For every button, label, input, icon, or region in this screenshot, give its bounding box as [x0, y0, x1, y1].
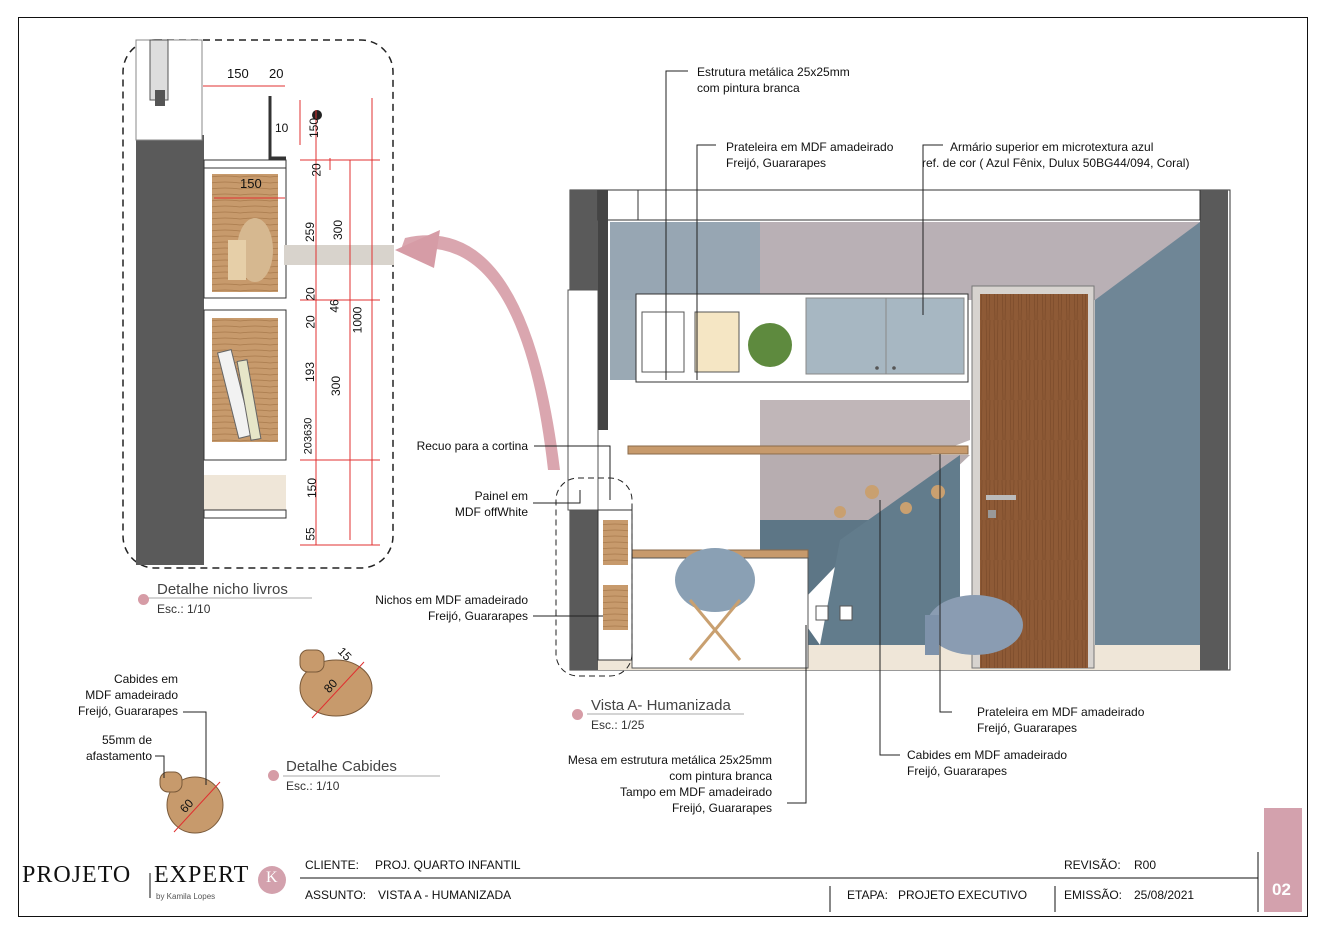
- dim-150-inner: 150: [240, 176, 262, 191]
- dim-203630: 203630: [302, 417, 315, 455]
- title-bullet-icon: [268, 770, 279, 781]
- logo-k-circle: [258, 866, 286, 894]
- cliente-value: PROJ. QUARTO INFANTIL: [375, 858, 521, 872]
- dim-150-top: 150: [227, 66, 249, 81]
- view-title-vista: Vista A- Humanizada: [591, 697, 731, 714]
- dim-300-a: 300: [331, 219, 346, 241]
- revisao-value: R00: [1134, 858, 1157, 872]
- dim-20-a: 20: [309, 163, 324, 177]
- view-scale-vista: Esc.: 1/25: [591, 718, 645, 732]
- dim-300-b: 300: [329, 375, 344, 397]
- logo-k-letter: K: [266, 869, 278, 886]
- emissao-label: EMISSÃO:: [1064, 888, 1123, 902]
- view-title-cabides: Detalhe Cabides: [286, 758, 397, 775]
- etapa-value: PROJETO EXECUTIVO: [898, 888, 1028, 902]
- title-bullet-icon: [572, 709, 583, 720]
- dim-150-vert: 150: [307, 117, 322, 139]
- detail-cabides-drawing: [159, 649, 373, 834]
- dim-55: 55: [303, 527, 318, 541]
- view-scale-cabides: Esc.: 1/10: [286, 779, 340, 793]
- dim-46: 46: [327, 299, 342, 313]
- dim-150-b: 150: [305, 477, 320, 499]
- titleblock-lines: [149, 852, 1259, 912]
- dim-20-top: 20: [269, 66, 284, 81]
- revisao-label: REVISÃO:: [1064, 858, 1121, 872]
- leader-lines: [155, 70, 952, 804]
- logo-subtitle: by Kamila Lopes: [156, 892, 216, 901]
- sheet-number: 02: [1272, 880, 1291, 899]
- dim-10: 10: [275, 121, 289, 135]
- dim-259: 259: [303, 221, 318, 243]
- detail-nicho-drawing: [122, 39, 394, 569]
- etapa-label: ETAPA:: [847, 888, 888, 902]
- dim-20-c: 20: [303, 315, 318, 329]
- drawing-sheet: [18, 17, 1308, 917]
- assunto-value: VISTA A - HUMANIZADA: [378, 888, 512, 902]
- detail-callout-arrow: [400, 235, 560, 470]
- annotation-recuo: Recuo para a cortina: [416, 439, 528, 453]
- vista-a-elevation: [555, 189, 1231, 677]
- view-title-nicho: Detalhe nicho livros: [157, 581, 288, 598]
- sheet-number-box: [1264, 808, 1302, 912]
- logo-expert: EXPERT: [154, 862, 250, 888]
- dim-193: 193: [303, 361, 318, 383]
- dim-20-b: 20: [303, 287, 318, 301]
- cliente-label: CLIENTE:: [305, 858, 360, 872]
- dim-1000: 1000: [350, 306, 365, 334]
- view-scale-nicho: Esc.: 1/10: [157, 602, 211, 616]
- assunto-label: ASSUNTO:: [305, 888, 367, 902]
- arrow-head-icon: [395, 230, 440, 268]
- logo-projeto: PROJETO: [22, 862, 132, 888]
- title-bullet-icon: [138, 594, 149, 605]
- emissao-value: 25/08/2021: [1134, 888, 1195, 902]
